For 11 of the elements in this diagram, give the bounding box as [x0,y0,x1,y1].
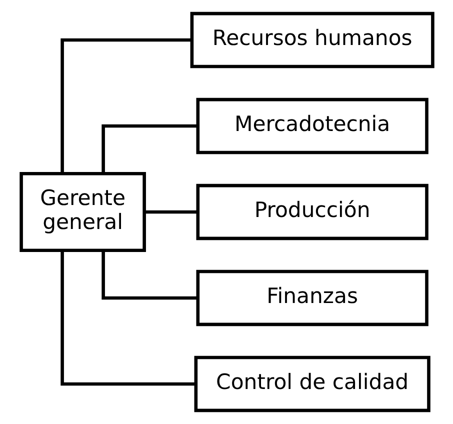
node-box: Producción [196,184,428,240]
connector [60,250,196,386]
node-box: Gerente general [19,172,146,252]
connector [101,124,197,174]
connector [101,250,197,300]
connector [60,38,192,174]
node-box: Finanzas [196,270,428,326]
connector [144,210,198,214]
node-box: Recursos humanos [190,12,434,68]
node-box: Mercadotecnia [196,98,428,154]
node-box: Control de calidad [194,356,430,412]
